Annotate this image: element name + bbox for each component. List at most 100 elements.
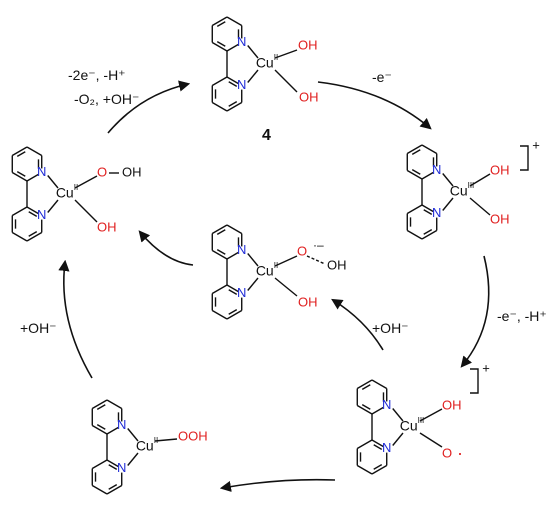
complex-cu-ii-dihydroxide: NNCuIIOHOH: [211, 16, 319, 112]
n-cu-bond: [127, 428, 139, 442]
copper-center: CuIII: [400, 416, 425, 434]
ring-double-bond: [216, 249, 226, 255]
cu-ligand-bond: [419, 408, 443, 422]
ring-bond: [106, 399, 123, 410]
hydroxide-ligand: OH: [490, 211, 510, 226]
step-label-top-left-2: -O₂, +OH⁻: [74, 91, 139, 107]
charge-plus: +: [482, 360, 490, 375]
ring-bond: [226, 43, 239, 52]
ring-bond: [406, 144, 423, 155]
ring-double-bond: [96, 424, 106, 430]
ring-bond: [421, 229, 438, 240]
complex-cu-ii-superoxo-intermediate: NNCuIIOOH·–OH: [211, 224, 347, 320]
ring-double-bond: [108, 464, 118, 470]
ring-double-bond: [411, 149, 421, 155]
nitrogen-atom: N: [237, 242, 246, 257]
cu-ligand-bond: [469, 173, 491, 187]
ring-bond: [226, 284, 239, 293]
copper-center: CuII: [256, 53, 278, 71]
ring-bond: [211, 101, 228, 112]
copper-center: CuII: [256, 261, 278, 279]
ring-bond: [371, 379, 388, 390]
ring-double-bond: [216, 21, 226, 27]
n-cu-bond: [442, 173, 454, 187]
charge-bracket: [520, 145, 529, 171]
ring-bond: [11, 146, 28, 157]
n-cu-bond: [247, 45, 259, 59]
molecules: NNCuIIOHOHNNCuIIIOHOH+NNCuIIIOHO·+NNCuII…: [11, 16, 540, 495]
ring-bond: [11, 231, 28, 242]
nitrogen-atom: N: [237, 285, 246, 300]
ring-double-bond: [28, 211, 38, 217]
cu-ligand-bond: [274, 49, 298, 59]
cu-ligand-bond: [74, 175, 98, 189]
arrow-center-right: [331, 298, 384, 351]
ring-double-bond: [361, 404, 371, 410]
ring-bond: [226, 16, 243, 27]
ring-bond: [211, 76, 228, 87]
ring-bond: [91, 399, 108, 410]
charge-bracket: [470, 368, 479, 394]
ring-bond: [26, 173, 39, 182]
ring-bond: [406, 204, 423, 215]
nitrogen-atom: N: [37, 164, 46, 179]
charge-plus: +: [532, 137, 540, 152]
ring-double-bond: [28, 231, 38, 237]
ring-double-bond: [423, 229, 433, 235]
ring-bond: [226, 76, 239, 85]
ring-double-bond: [216, 229, 226, 235]
ring-bond: [211, 284, 228, 295]
ring-double-bond: [361, 384, 371, 390]
ring-double-bond: [423, 209, 433, 215]
ring-double-bond: [216, 41, 226, 47]
hydroxide-ligand: OH: [97, 219, 117, 234]
nitrogen-atom: N: [432, 162, 441, 177]
ring-bond: [211, 224, 228, 235]
n-cu-bond: [47, 175, 59, 189]
nitrogen-atom: N: [117, 460, 126, 475]
ring-bond: [226, 309, 243, 320]
step-label-left: +OH⁻: [20, 320, 57, 336]
complex-cu-iii-dihydroxide: NNCuIIIOHOH+: [406, 137, 540, 240]
hydroxide-ligand: OH: [298, 37, 318, 52]
ring-bond: [91, 424, 108, 435]
n-cu-bond: [442, 197, 454, 211]
arrow-top-right: [317, 81, 432, 130]
n-cu-bond: [392, 408, 404, 422]
complex-cu-ii-hydroperoxide: NNCuIIOOH: [91, 399, 208, 495]
ring-double-bond: [373, 444, 383, 450]
cu-ligand-bond: [74, 199, 98, 223]
n-cu-bond: [47, 199, 59, 213]
ring-bond: [421, 171, 434, 180]
ring-bond: [406, 169, 423, 180]
ring-bond: [26, 231, 43, 242]
ring-bond: [26, 206, 39, 215]
ring-bond: [406, 229, 423, 240]
complex-cu-iii-oxyl: NNCuIIIOHO·+: [356, 360, 490, 475]
hydrogen-bond: [306, 255, 326, 265]
nitrogen-atom: N: [237, 77, 246, 92]
step-label-center: +OH⁻: [372, 320, 409, 336]
nitrogen-atom: N: [237, 34, 246, 49]
ring-bond: [26, 146, 43, 157]
ring-double-bond: [16, 171, 26, 177]
ring-bond: [211, 16, 228, 27]
n-cu-bond: [127, 452, 139, 466]
ring-bond: [356, 379, 373, 390]
nitrogen-atom: N: [382, 440, 391, 455]
step-labels: -2e⁻, -H⁺ -O₂, +OH⁻ -e⁻ -e⁻, -H⁺ +OH⁻ +O…: [20, 67, 547, 336]
ring-bond: [356, 464, 373, 475]
hydroxide-ligand: OH: [298, 294, 318, 309]
ring-double-bond: [411, 169, 421, 175]
cu-ligand-bond: [274, 69, 298, 93]
radical-anion-mark: ·–: [313, 238, 324, 252]
cu-ligand-bond: [154, 438, 178, 442]
step-label-top-left-1: -2e⁻, -H⁺: [68, 67, 126, 83]
ring-bond: [106, 484, 123, 495]
hydroperoxide-ligand: OOH: [178, 428, 208, 443]
complex-cu-ii-hydroperoxo-hydroxide: NNCuIIOOHOH: [11, 146, 142, 242]
ring-double-bond: [228, 289, 238, 295]
ring-bond: [91, 459, 108, 470]
